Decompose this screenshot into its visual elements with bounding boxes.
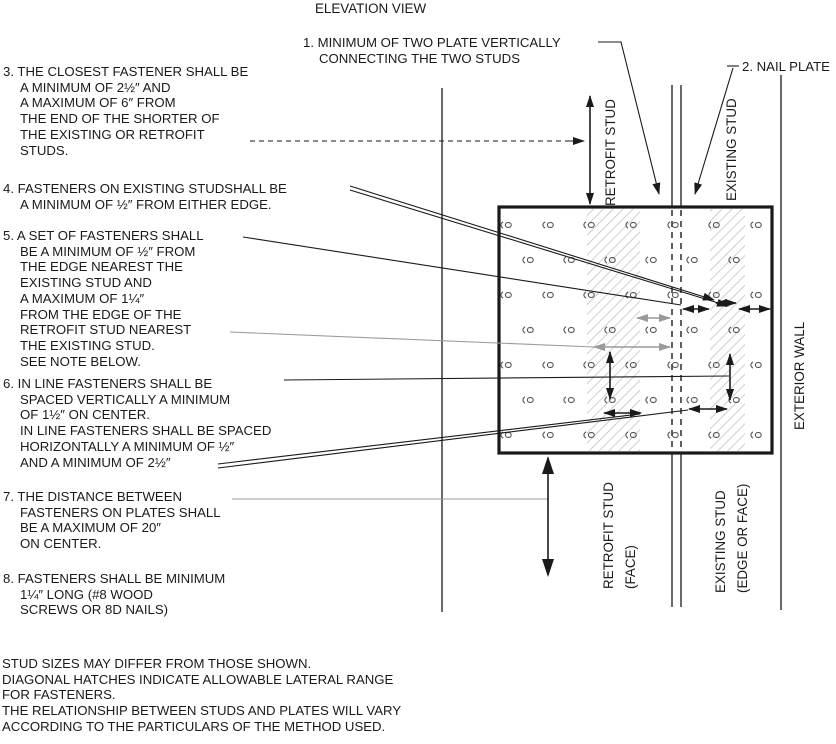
- note-line: THE EXISTING STUD.: [20, 337, 155, 353]
- footnote-line: FOR FASTENERS.: [2, 687, 116, 703]
- footnote-line: STUD SIZES MAY DIFFER FROM THOSE SHOWN.: [2, 656, 312, 671]
- note-line: FROM THE EDGE OF THE: [20, 306, 182, 322]
- page-title: ELEVATION VIEW: [315, 1, 427, 16]
- note-line: THE EXISTING OR RETROFIT: [20, 126, 205, 142]
- note-line: 4. FASTENERS ON EXISTING STUDSHALL BE: [3, 181, 287, 196]
- label-existing-stud-face: EXISTING STUD (EDGE OR FACE): [710, 484, 754, 593]
- label-line: EXISTING STUD: [713, 490, 728, 593]
- note-line: A MAXIMUM OF 6″ FROM: [20, 95, 176, 111]
- note-line: A MAXIMUM OF 1¼″: [20, 290, 145, 306]
- note-line: SPACED VERTICALLY A MINIMUM: [20, 391, 231, 407]
- note-line: ON CENTER.: [20, 536, 102, 552]
- note-line: 8. FASTENERS SHALL BE MINIMUM: [3, 571, 226, 586]
- note-line: FASTENERS ON PLATES SHALL: [20, 504, 221, 520]
- note-line: A MINIMUM OF 2½″ AND: [20, 79, 171, 95]
- note-line: SEE NOTE BELOW.: [20, 353, 141, 369]
- note-1-line: CONNECTING THE TWO STUDS: [319, 50, 520, 66]
- note-line: IN LINE FASTENERS SHALL BE SPACED: [20, 423, 272, 439]
- label-line: (FACE): [623, 545, 638, 589]
- label-exterior-wall: EXTERIOR WALL: [792, 321, 807, 430]
- note-line: HORIZONTALLY A MINIMUM OF ½″: [20, 438, 235, 454]
- note-6: 6. IN LINE FASTENERS SHALL BE SPACED VER…: [3, 376, 271, 470]
- note-line: THE END OF THE SHORTER OF: [20, 111, 220, 127]
- note-3: 3. THE CLOSEST FASTENER SHALL BE A MINIM…: [3, 64, 248, 158]
- note-line: SCREWS OR 8D NAILS): [20, 602, 169, 618]
- footnote-line: DIAGONAL HATCHES INDICATE ALLOWABLE LATE…: [2, 671, 394, 687]
- label-line: RETROFIT STUD: [601, 482, 616, 589]
- note-2: 2. NAIL PLATE: [742, 59, 830, 74]
- stud-lines: [441, 75, 782, 612]
- note-line: BE A MINIMUM OF ½″ FROM: [20, 243, 196, 259]
- note-1: 1. MINIMUM OF TWO PLATE VERTICALLY CONNE…: [303, 35, 561, 66]
- note-1-line: 1. MINIMUM OF TWO PLATE VERTICALLY: [303, 35, 561, 50]
- note-line: STUDS.: [20, 142, 69, 158]
- note-line: A MINIMUM OF ½″ FROM EITHER EDGE.: [20, 196, 272, 212]
- note-line: BE A MAXIMUM OF 20″: [20, 520, 161, 536]
- note-line: RETROFIT STUD NEAREST: [20, 322, 192, 338]
- footnote-line: ACCORDING TO THE PARTICULARS OF THE METH…: [2, 718, 386, 734]
- note-line: THE EDGE NEAREST THE: [20, 259, 183, 275]
- note-8: 8. FASTENERS SHALL BE MINIMUM 1¼″ LONG (…: [3, 571, 225, 618]
- note-line: OF 1½″ ON CENTER.: [20, 407, 150, 423]
- label-existing-stud: EXISTING STUD: [724, 98, 739, 201]
- note-5: 5. A SET OF FASTENERS SHALL BE A MINIMUM…: [3, 228, 204, 369]
- note-line: AND A MINIMUM OF 2½″: [20, 454, 171, 470]
- label-retrofit-stud: RETROFIT STUD: [603, 99, 618, 206]
- note-line: EXISTING STUD AND: [20, 275, 152, 291]
- note-line: 5. A SET OF FASTENERS SHALL: [3, 228, 204, 243]
- note-7: 7. THE DISTANCE BETWEEN FASTENERS ON PLA…: [3, 489, 221, 552]
- note-line: 3. THE CLOSEST FASTENER SHALL BE: [3, 64, 249, 79]
- note-line: 1¼″ LONG (#8 WOOD: [20, 586, 153, 602]
- note-line: 6. IN LINE FASTENERS SHALL BE: [3, 376, 213, 391]
- footnotes: STUD SIZES MAY DIFFER FROM THOSE SHOWN. …: [2, 656, 401, 735]
- note-line: 7. THE DISTANCE BETWEEN: [3, 489, 183, 504]
- label-line: (EDGE OR FACE): [735, 483, 750, 593]
- note-4: 4. FASTENERS ON EXISTING STUDSHALL BE A …: [3, 181, 287, 212]
- dimension-arrows: [542, 95, 771, 577]
- footnote-line: THE RELATIONSHIP BETWEEN STUDS AND PLATE…: [2, 703, 402, 719]
- label-retrofit-stud-face: RETROFIT STUD (FACE): [598, 482, 642, 589]
- leader-lines: [217, 41, 739, 500]
